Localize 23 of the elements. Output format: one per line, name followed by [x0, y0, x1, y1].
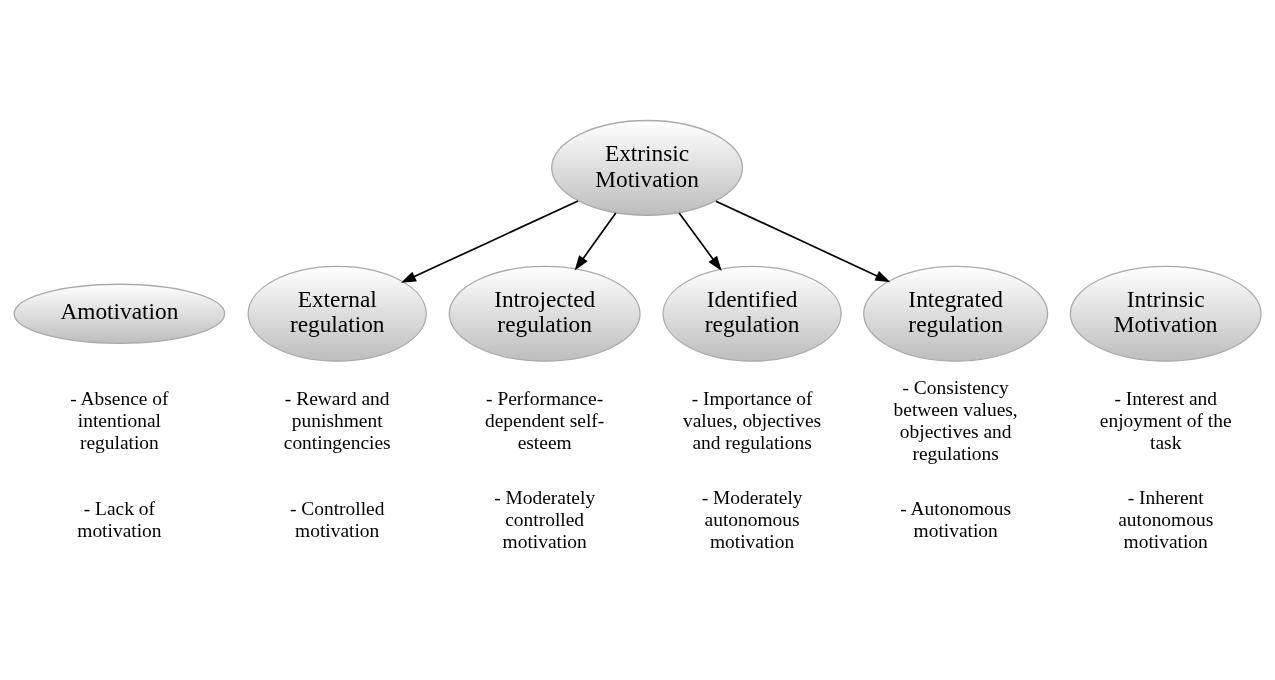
- node-label: - Inherent autonomous motivation: [1118, 487, 1214, 553]
- node-label: - Absence of intentional regulation: [70, 387, 169, 453]
- arrow: [678, 212, 722, 272]
- node-label: - Moderately controlled motivation: [494, 487, 596, 553]
- node-label: - Lack of motivation: [77, 498, 162, 542]
- node-label: - Performance-dependent self-esteem: [485, 387, 605, 453]
- node-ellipse: External regulation: [247, 265, 427, 362]
- node-ellipse: Integrated regulation: [863, 265, 1049, 362]
- node-label: - Importance of values, objectives and regulations: [683, 387, 822, 453]
- node-label: - Reward and punishment contingencies: [283, 387, 391, 453]
- node-label: - Controlled motivation: [289, 498, 385, 542]
- arrow: [574, 212, 617, 271]
- node-label: - Moderately autonomous motivation: [701, 487, 803, 553]
- arrow: [715, 200, 891, 283]
- node-ellipse: Introjected regulation: [448, 265, 641, 362]
- node-ellipse: Amotivation: [13, 283, 226, 344]
- node-ellipse: Extrinsic Motivation: [551, 119, 744, 216]
- node-label: - Consistency between values, objectives and regulations: [893, 376, 1018, 464]
- node-label: - Interest and enjoyment of the task: [1099, 387, 1232, 453]
- arrow: [400, 200, 579, 283]
- node-ellipse: Intrinsic Motivation: [1069, 265, 1262, 362]
- node-label: - Autonomous motivation: [900, 498, 1012, 542]
- node-ellipse: Identified regulation: [662, 265, 842, 362]
